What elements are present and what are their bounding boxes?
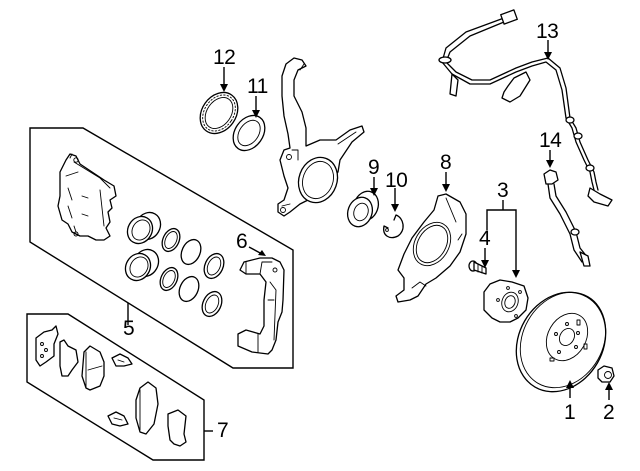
- brake-hose: [543, 169, 591, 267]
- callout-9: 9: [368, 156, 380, 179]
- caliper-support-bracket: [237, 257, 285, 355]
- callout-8: 8: [440, 151, 452, 174]
- callout-leaders: [220, 40, 613, 400]
- callout-7: 7: [217, 419, 229, 442]
- wheel-stud: [468, 260, 487, 275]
- pad-shim-left: [35, 325, 59, 367]
- abs-tone-ring: [199, 91, 239, 135]
- caliper-piston-upper: [126, 211, 162, 245]
- dust-seal: [232, 114, 266, 152]
- callout-5: 5: [123, 317, 135, 340]
- piston-seals: [159, 227, 225, 318]
- hub-assembly: [483, 279, 529, 323]
- brake-pad-inner: [81, 345, 105, 391]
- callout-10: 10: [385, 169, 408, 192]
- callout-14: 14: [539, 129, 562, 152]
- pad-backing-right: [167, 409, 187, 447]
- anti-rattle-clip-lower: [107, 411, 129, 427]
- callout-6: 6: [236, 230, 248, 253]
- callout-13: 13: [536, 20, 559, 43]
- callout-3: 3: [497, 179, 509, 202]
- anti-rattle-clip-upper: [111, 353, 133, 367]
- callout-11: 11: [247, 75, 268, 98]
- callout-6-arrow: [258, 250, 266, 256]
- brake-rotor: [515, 291, 607, 393]
- callout-4: 4: [479, 227, 491, 250]
- abs-sensor-harness: [438, 9, 613, 207]
- callout-12: 12: [213, 46, 236, 69]
- snap-ring: [383, 214, 404, 239]
- wheel-bearing: [346, 190, 380, 228]
- callout-2: 2: [603, 401, 615, 424]
- caliper-body: [57, 153, 117, 241]
- callout-1: 1: [564, 401, 576, 424]
- hub-nut: [597, 365, 615, 383]
- steering-knuckle: [277, 57, 365, 217]
- pad-backing-left: [59, 339, 79, 377]
- brake-pad-outer: [135, 381, 159, 435]
- splash-shield: [395, 193, 467, 303]
- caliper-piston-lower: [124, 248, 160, 282]
